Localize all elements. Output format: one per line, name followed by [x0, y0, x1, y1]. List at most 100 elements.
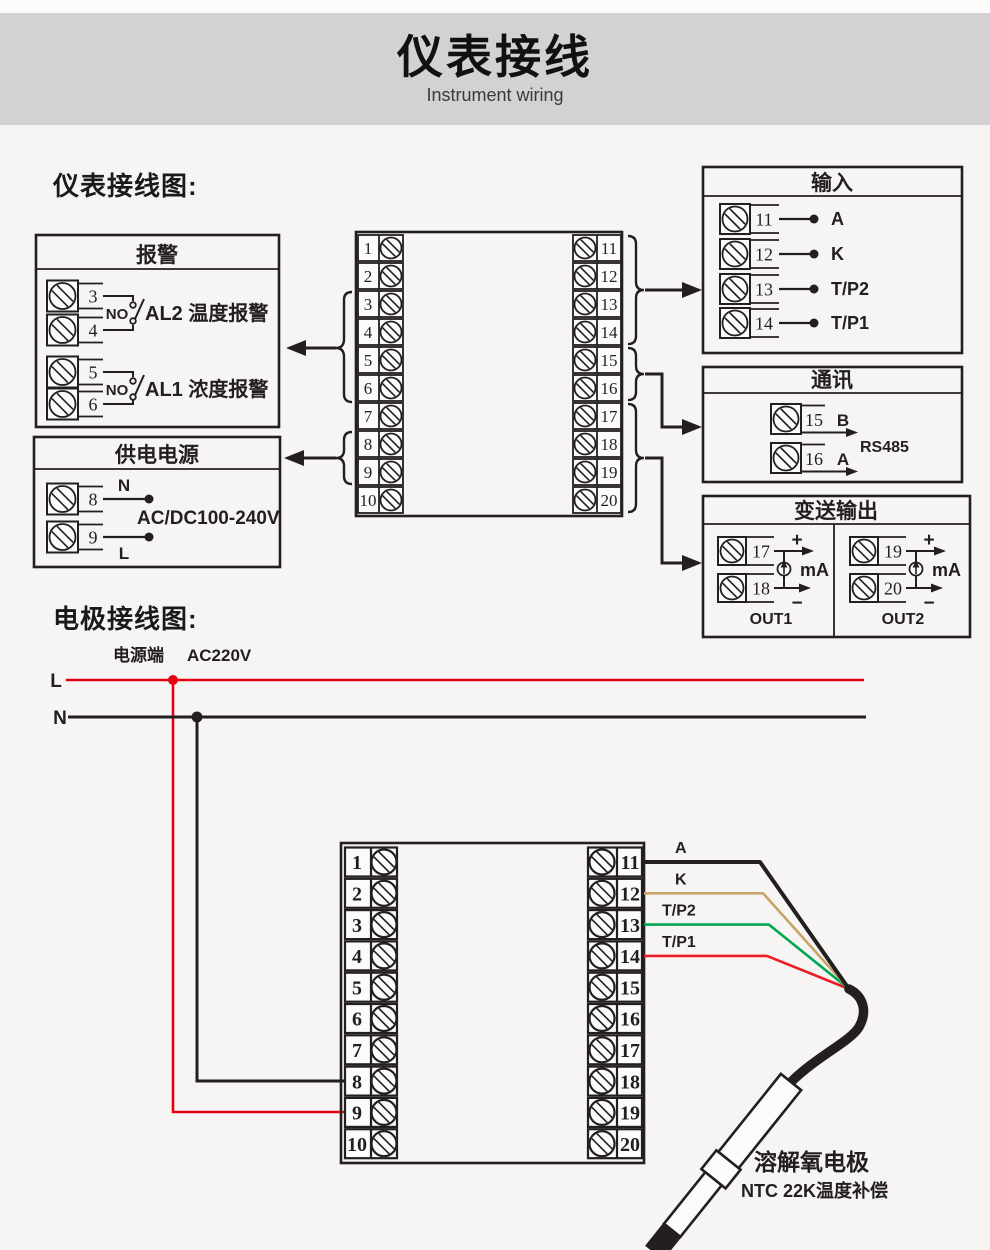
probe-wire: A [644, 840, 851, 991]
screw-icon [721, 309, 749, 337]
page-subtitle: Instrument wiring [426, 84, 564, 105]
output-terminal-row: 17 [717, 536, 774, 566]
input-signal-label: T/P2 [831, 279, 869, 299]
page-title: 仪表接线 [397, 31, 593, 84]
terminal-number: 9 [352, 1103, 362, 1125]
neutral-label: N [53, 708, 67, 729]
input-signal-label: T/P1 [831, 313, 869, 333]
terminal-cell: 9 [343, 1096, 399, 1129]
terminal-cell: 11 [586, 846, 644, 878]
terminal-cell: 4 [343, 940, 399, 972]
terminal-number: 16 [601, 379, 618, 398]
output-channel-name: OUT1 [750, 611, 793, 628]
screw-icon [379, 236, 403, 260]
probe-wire: T/P1 [644, 934, 850, 991]
screw-icon [370, 1067, 398, 1095]
terminal-number: 19 [884, 542, 902, 562]
terminal-cell: 4 [357, 318, 404, 346]
terminal-number: 7 [364, 407, 373, 426]
screw-icon [573, 348, 597, 372]
terminal-cell: 3 [46, 279, 103, 313]
screw-icon [370, 848, 398, 876]
terminal-cell: 18 [572, 430, 622, 458]
terminal-cell: 1 [343, 846, 399, 878]
screw-icon [48, 358, 77, 386]
probe-cable [786, 984, 869, 1087]
input-signal-label: A [831, 209, 844, 229]
terminal-number: 10 [360, 491, 377, 510]
screw-icon [379, 264, 403, 288]
terminal-number: 16 [805, 449, 823, 469]
power-box: 供电电源 89 N L AC/DC100-240V [32, 435, 282, 569]
terminal-number: 18 [752, 579, 770, 599]
screw-icon [370, 910, 398, 939]
terminal-cell: 8 [357, 430, 404, 458]
screw-icon [48, 485, 77, 513]
power-neutral-label: N [118, 476, 130, 495]
terminal-cell: 5 [343, 971, 399, 1003]
screw-icon [379, 404, 403, 428]
terminal-number: 12 [755, 245, 773, 265]
terminal-number: 17 [620, 1040, 640, 1062]
screw-icon [370, 973, 398, 1001]
terminal-number: 14 [620, 946, 640, 968]
terminal-number: 17 [752, 542, 770, 562]
terminal-cell: 2 [343, 877, 399, 909]
brace-terminals-3-6 [335, 290, 353, 404]
terminal-number: 13 [620, 915, 640, 937]
polarity-plus: + [791, 530, 802, 551]
probe-name-label: 溶解氧电极 [754, 1149, 869, 1175]
terminal-number: 18 [601, 435, 618, 454]
alarm-no-contact-2: NO [106, 382, 129, 399]
terminal-number: 11 [621, 852, 640, 874]
probe-wire: K [644, 871, 850, 990]
output-terminal-row: 18 [717, 573, 774, 603]
screw-icon [573, 292, 597, 316]
screw-icon [573, 264, 597, 288]
terminal-cell: 5 [46, 355, 103, 389]
comm-protocol-label: RS485 [860, 439, 909, 456]
terminal-cell: 1 [357, 234, 404, 262]
terminal-number: 13 [755, 280, 773, 300]
terminal-cell: 17 [572, 402, 622, 430]
power-live-label: L [119, 544, 129, 563]
screw-icon [573, 236, 597, 260]
terminal-cell: 13 [586, 908, 644, 941]
terminal-number: 16 [620, 1009, 640, 1031]
electrode-diagram-label: 电极接线图: [53, 604, 198, 634]
comm-terminal-row: 15 [770, 403, 825, 435]
terminal-cell: 16 [586, 1002, 644, 1035]
alarm-label-al2: AL2 温度报警 [145, 301, 268, 325]
screw-icon [588, 942, 616, 970]
terminal-number: 8 [364, 435, 373, 454]
screw-icon [588, 1036, 616, 1064]
terminal-cell: 3 [343, 908, 399, 941]
terminal-cell: 3 [357, 290, 404, 318]
terminal-number: 15 [805, 410, 823, 430]
polarity-plus: + [923, 530, 934, 551]
brace-terminals-11-14 [627, 234, 645, 346]
terminal-cell: 13 [572, 290, 622, 318]
screw-icon [370, 1130, 398, 1158]
terminal-number: 8 [89, 490, 98, 510]
screw-icon [719, 538, 745, 564]
terminal-cell: 6 [357, 374, 404, 402]
screw-icon [370, 1098, 398, 1127]
screw-icon [772, 444, 800, 472]
screw-icon [588, 879, 616, 907]
comm-a-label: A [837, 450, 849, 469]
screw-icon [48, 282, 77, 310]
input-box-title: 输入 [811, 171, 853, 195]
brace-terminals-15-16 [627, 346, 645, 402]
screw-icon [48, 316, 77, 344]
screw-icon [588, 1067, 616, 1095]
